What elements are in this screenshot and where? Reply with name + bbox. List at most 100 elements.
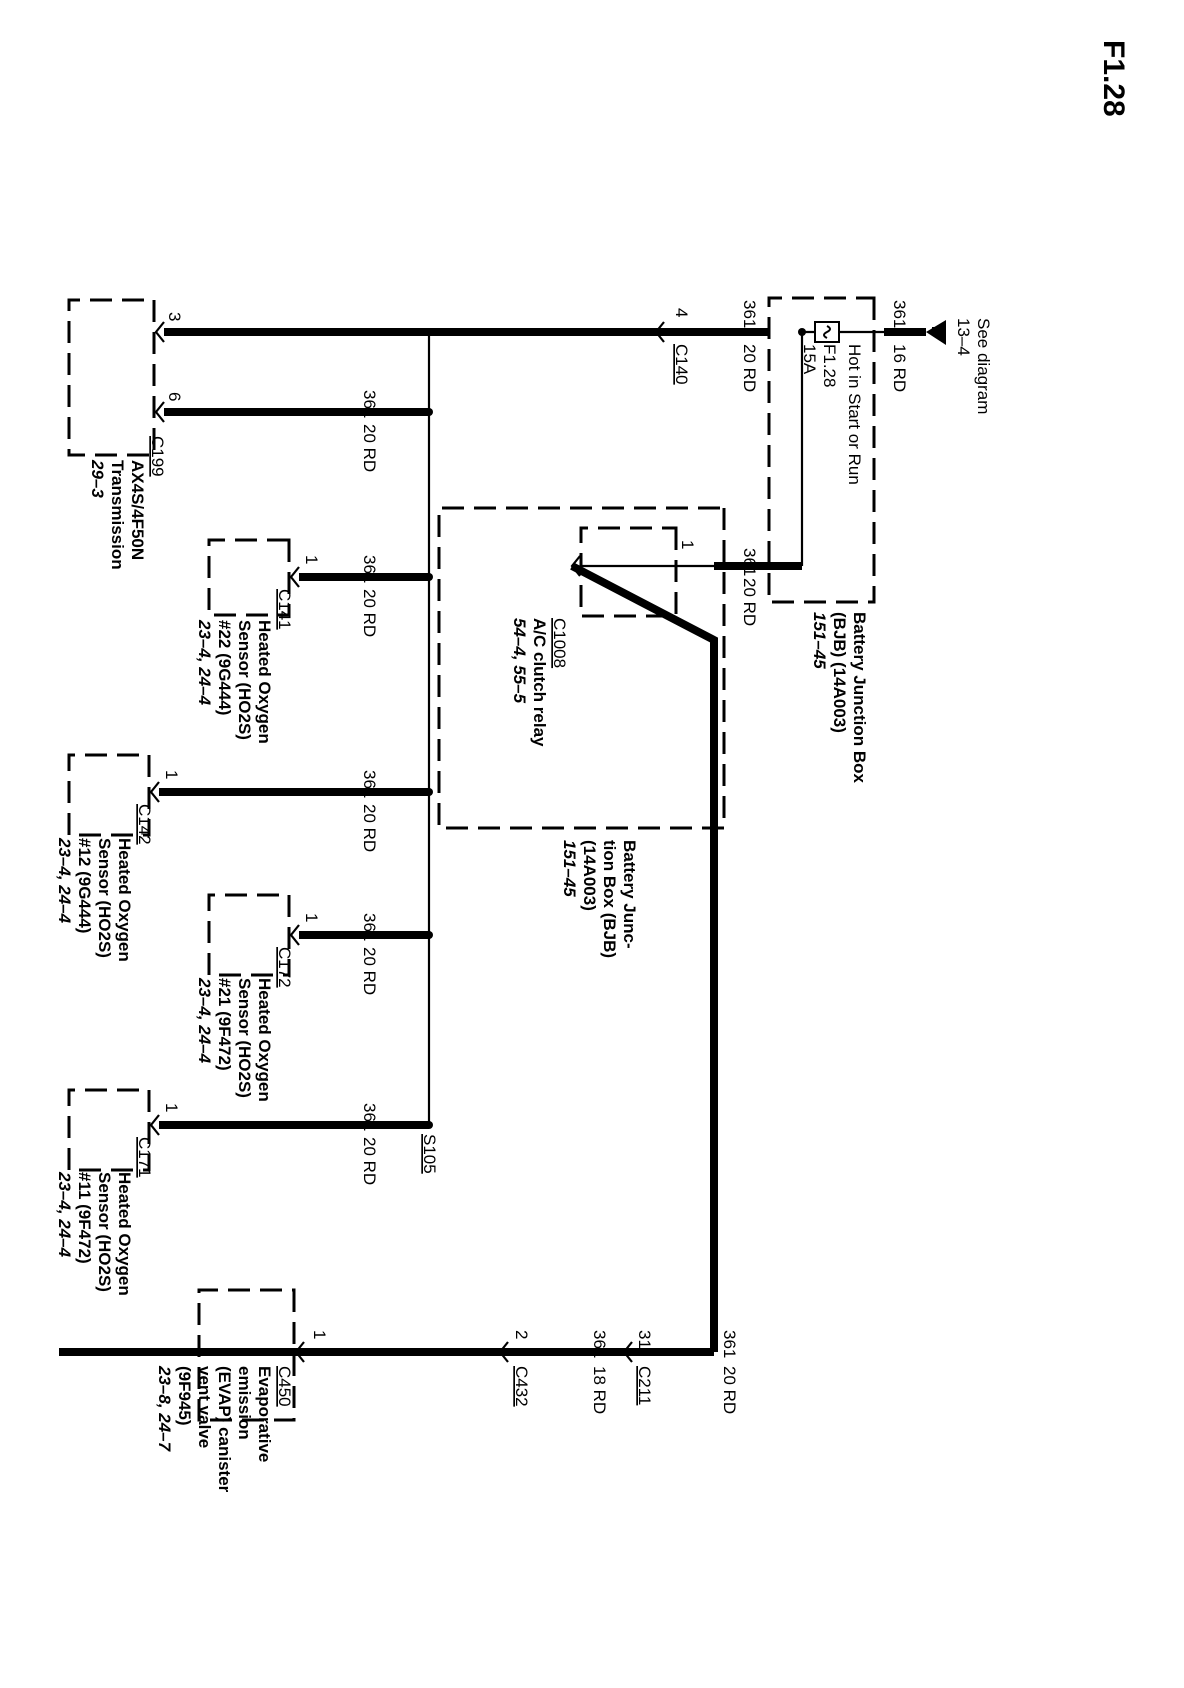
evap-box — [197, 1288, 296, 1422]
sensor-c142: 361 20 RD 1 C142 Heated Oxygen Sensor (H… — [55, 753, 433, 962]
trans-gauge: 20 RD — [360, 424, 379, 472]
sensor-line2: Sensor (HO2S) — [235, 978, 254, 1098]
trans-pin-b: 6 — [165, 392, 184, 401]
source-letter: L — [929, 326, 945, 335]
sensor-ref: 23–4, 24–4 — [55, 1171, 74, 1258]
trans-pin-a: 3 — [165, 312, 184, 321]
bjb-bottom-line1: Battery Junc- — [620, 840, 639, 949]
sensor-circuit: 361 — [360, 913, 379, 941]
fuse-rating: 15A — [800, 344, 819, 375]
connector-icon — [289, 924, 300, 946]
evap-feed-wire — [570, 562, 718, 1352]
bjb-bottom-ref: 151–45 — [560, 840, 579, 897]
sensor-line2: Sensor (HO2S) — [95, 838, 114, 958]
sensor-line1: Heated Oxygen — [255, 620, 274, 744]
sensor-line3: #22 (9G444) — [215, 620, 234, 715]
sensor-box — [207, 893, 291, 977]
relay-box — [579, 526, 678, 618]
sensor-connector: C142 — [135, 804, 154, 845]
sensor-line1: Heated Oxygen — [115, 1172, 134, 1296]
sensor-connector: C171 — [135, 1137, 154, 1178]
c211-connector-icon — [622, 1341, 633, 1363]
sensor-connector: C141 — [275, 589, 294, 630]
evap-line1: Evaporative — [255, 1366, 274, 1462]
c432-pin: 2 — [512, 1330, 531, 1339]
sensor-line3: #12 (9G444) — [75, 838, 94, 933]
c199-pin6-icon — [154, 401, 165, 423]
splice-name: S105 — [420, 1134, 439, 1174]
sensor-ref: 23–4, 24–4 — [195, 619, 214, 706]
sensor-c171: 361 20 RD 1 C171 Heated Oxygen Sensor (H… — [55, 1088, 433, 1296]
sensor-circuit: 361 — [360, 555, 379, 583]
c450-connector: C450 — [275, 1366, 294, 1407]
source-ref-line2: 13–4 — [954, 318, 973, 356]
sensor-pin: 1 — [302, 913, 321, 922]
bjb-bottom-line3: (14A003) — [580, 840, 599, 911]
evap-pin: 1 — [310, 1330, 329, 1339]
sensor-pin: 1 — [162, 770, 181, 779]
bjb-top-line2: (BJB) (14A003) — [830, 612, 849, 733]
fuse-name: F1.28 — [820, 344, 839, 387]
fuse-element-icon — [823, 325, 831, 339]
feed-circuit: 361 — [890, 300, 909, 328]
c199-pin3-icon — [154, 321, 165, 343]
connector-icon — [149, 1114, 160, 1136]
sensor-pin: 1 — [162, 1103, 181, 1112]
trans-ref: 29–3 — [88, 459, 107, 498]
page-number: F1.28 — [1097, 40, 1130, 117]
fuse-note: Hot in Start or Run — [845, 344, 864, 485]
sensor-box — [67, 753, 151, 837]
feed-gauge: 16 RD — [890, 344, 909, 392]
transmission-box — [67, 298, 156, 457]
sensor-c141: 361 20 RD 1 C141 Heated Oxygen Sensor (H… — [195, 538, 433, 744]
c211-connector: C211 — [635, 1366, 654, 1405]
c1008-connector: C1008 — [550, 618, 569, 668]
trans-circuit: 361 — [360, 390, 379, 418]
c432-gauge: 18 RD — [590, 1366, 609, 1414]
trans-line1: AX4S/4F50N — [128, 460, 147, 560]
bjb-bottom-box — [437, 506, 726, 830]
sensor-line3: #11 (9F472) — [75, 1172, 94, 1264]
c211-gauge: 20 RD — [720, 1366, 739, 1414]
sensor-gauge: 20 RD — [360, 804, 379, 852]
sensor-box — [67, 1088, 151, 1172]
sensor-ref: 23–4, 24–4 — [55, 837, 74, 924]
sensor-gauge: 20 RD — [360, 1137, 379, 1185]
bjb-top-ref: 151–45 — [810, 612, 829, 669]
main-gauge: 20 RD — [740, 344, 759, 392]
c432-circuit: 361 — [590, 1330, 609, 1358]
relay-branch-gauge: 20 RD — [740, 578, 759, 626]
sensor-pin: 1 — [302, 555, 321, 564]
sensor-box — [207, 538, 291, 617]
source-ref-line1: See diagram — [974, 318, 993, 414]
sensor-line1: Heated Oxygen — [255, 978, 274, 1102]
evap-ref: 23–8, 24–7 — [155, 1365, 174, 1453]
evap-line4: vent valve — [195, 1366, 214, 1448]
c140-connector: C140 — [672, 344, 691, 385]
source-arrow-icon — [926, 320, 946, 345]
sensor-connector: C172 — [275, 947, 294, 988]
sensor-line2: Sensor (HO2S) — [235, 620, 254, 740]
evap-line3: (EVAP) canister — [215, 1366, 234, 1493]
sensor-c172: 361 20 RD 1 C172 Heated Oxygen Sensor (H… — [195, 893, 433, 1102]
sensor-circuit: 361 — [360, 1103, 379, 1131]
sensor-line2: Sensor (HO2S) — [95, 1172, 114, 1292]
evap-line5: (9F945) — [175, 1366, 194, 1426]
c432-connector-icon — [498, 1341, 509, 1363]
c450-connector-icon — [294, 1341, 305, 1363]
trans-line2: Transmission — [108, 460, 127, 570]
bjb-bottom-line2: tion Box (BJB) — [600, 840, 619, 958]
sensor-line1: Heated Oxygen — [115, 838, 134, 962]
relay-ref: 54–4, 55–5 — [510, 618, 529, 704]
relay-label: A/C clutch relay — [530, 618, 549, 747]
c211-pin: 31 — [635, 1330, 654, 1349]
sensor-gauge: 20 RD — [360, 947, 379, 995]
sensor-circuit: 361 — [360, 770, 379, 798]
sensor-line3: #21 (9F472) — [215, 978, 234, 1071]
connector-icon — [289, 566, 300, 588]
main-circuit: 361 — [740, 300, 759, 328]
c1008-pin: 1 — [678, 540, 697, 549]
sensor-gauge: 20 RD — [360, 589, 379, 637]
